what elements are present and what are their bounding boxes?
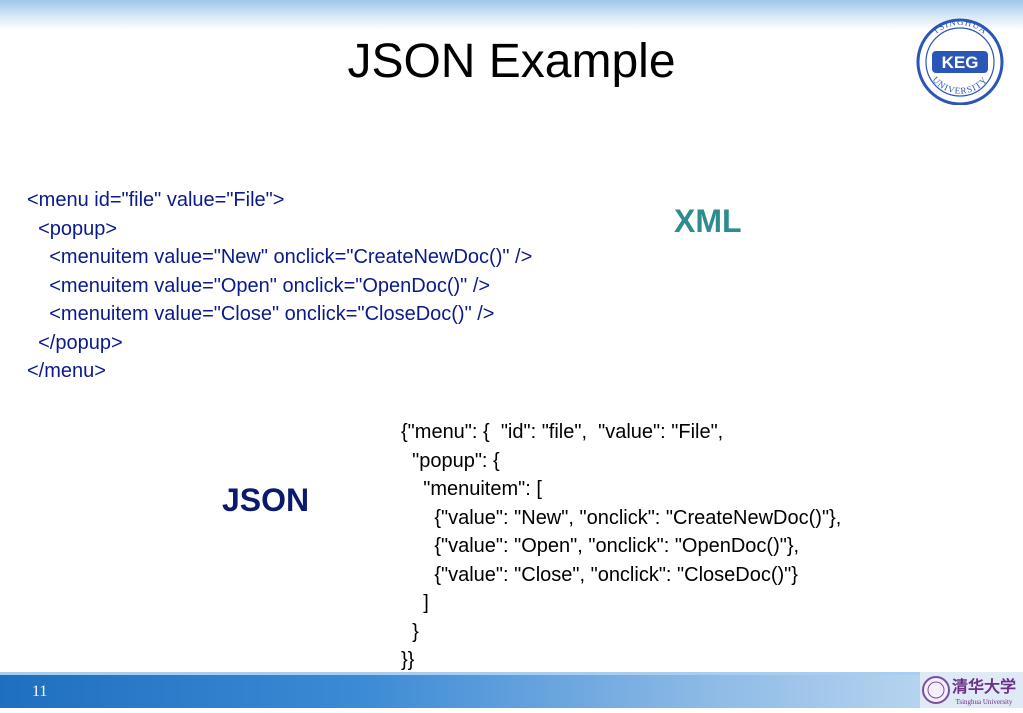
- json-code-block: {"menu": { "id": "file", "value": "File"…: [401, 421, 842, 671]
- keg-logo-text: KEG: [942, 53, 979, 72]
- footer-logo-subtext: Tsinghua University: [956, 698, 1013, 706]
- slide-title: JSON Example: [347, 35, 676, 88]
- page-number: 11: [32, 683, 48, 700]
- xml-label: XML: [674, 203, 742, 239]
- bottom-gradient-band: [0, 672, 1023, 708]
- tsinghua-footer-logo: 清华大学 Tsinghua University: [920, 672, 1023, 708]
- json-label: JSON: [222, 482, 310, 518]
- xml-code-block: <menu id="file" value="File"> <popup> <m…: [27, 189, 533, 382]
- footer-logo-text: 清华大学: [952, 677, 1016, 696]
- keg-logo: TSINGHUA UNIVERSITY KEG: [916, 17, 1004, 105]
- top-gradient-band: [0, 0, 1023, 30]
